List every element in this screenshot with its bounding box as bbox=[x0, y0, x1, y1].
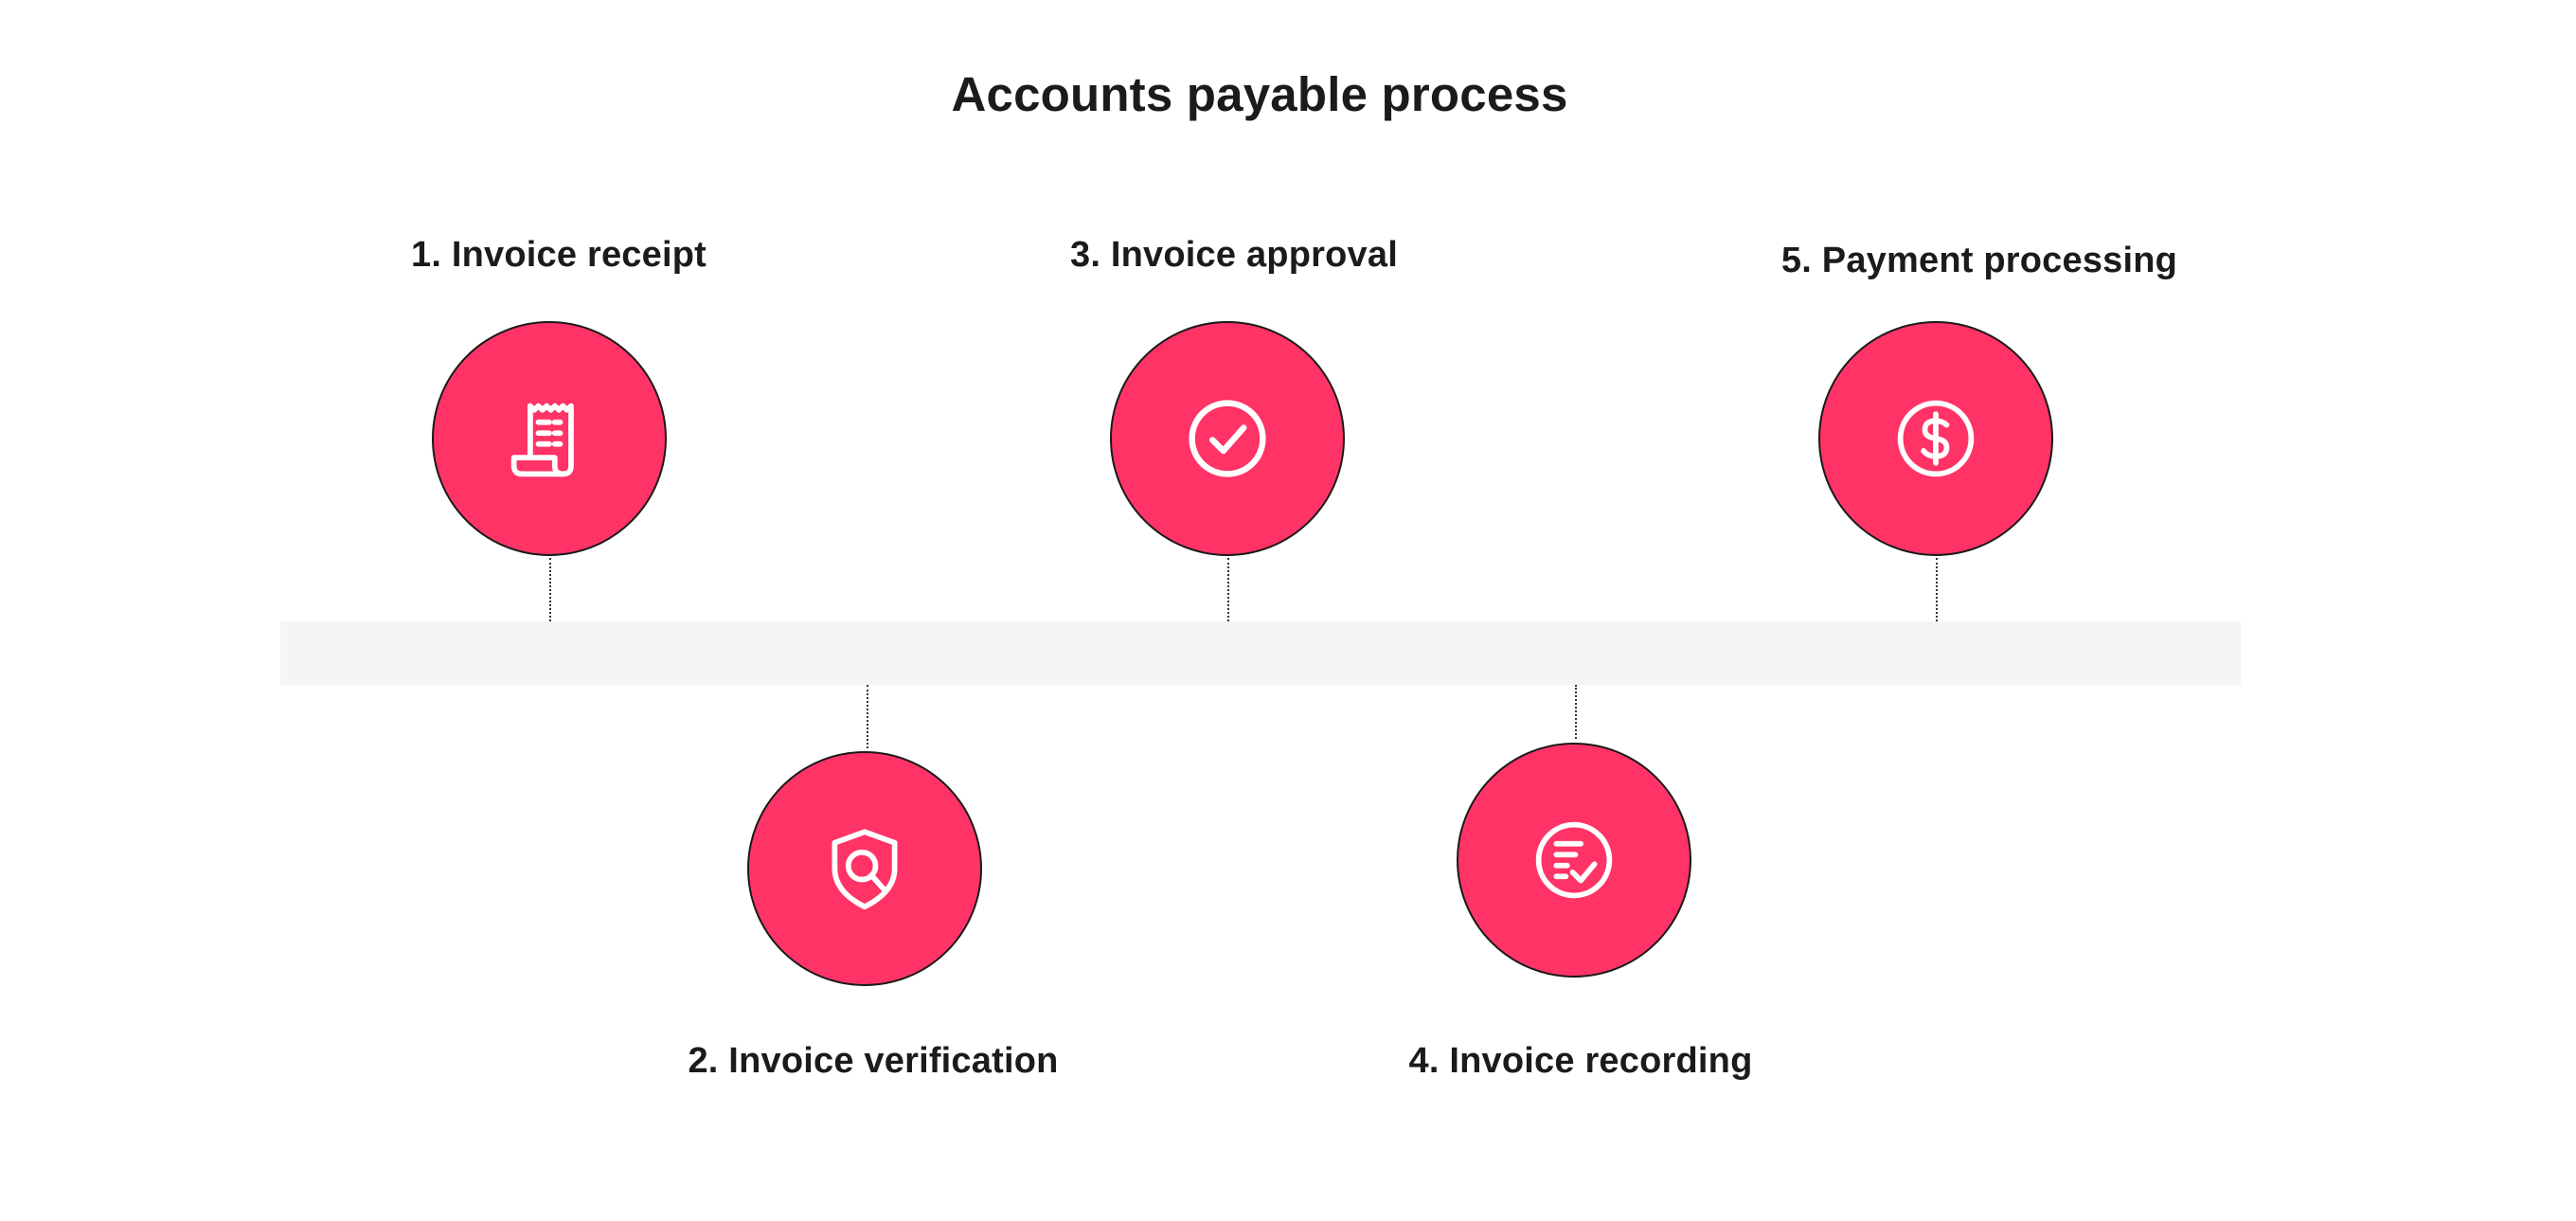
diagram-title: Accounts payable process bbox=[951, 67, 1568, 121]
step-connector bbox=[867, 685, 868, 748]
timeline-bar bbox=[280, 621, 2241, 685]
step-label: 5. Payment processing bbox=[1780, 241, 2178, 280]
step-label: 3. Invoice approval bbox=[1070, 235, 1398, 275]
shield-search-icon bbox=[832, 829, 898, 910]
list-check-icon bbox=[1535, 821, 1613, 899]
step-circle bbox=[747, 751, 982, 986]
receipt-icon bbox=[510, 403, 574, 477]
step-circle bbox=[432, 321, 667, 556]
step-circle bbox=[1457, 743, 1691, 978]
step-connector bbox=[549, 558, 551, 621]
step-label: 1. Invoice receipt bbox=[411, 235, 707, 275]
step-label: 4. Invoice recording bbox=[1408, 1041, 1753, 1081]
dollar-circle-icon bbox=[1897, 400, 1975, 477]
step-circle bbox=[1818, 321, 2053, 556]
step-connector bbox=[1936, 558, 1938, 621]
step-connector bbox=[1575, 685, 1577, 739]
check-circle-icon bbox=[1189, 400, 1266, 477]
step-label: 2. Invoice verification bbox=[688, 1041, 1059, 1081]
step-connector bbox=[1227, 558, 1229, 621]
step-circle bbox=[1110, 321, 1345, 556]
